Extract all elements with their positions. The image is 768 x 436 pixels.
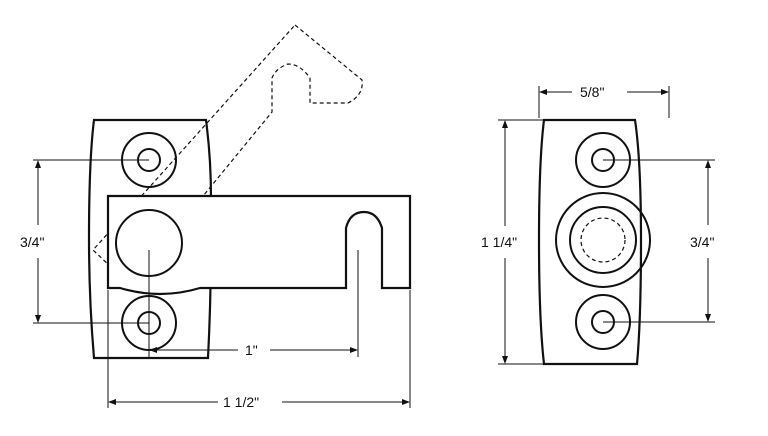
latch-open-position-outline [92,24,363,286]
dimension-left-height [33,159,149,324]
dimension-overall-length [107,290,411,408]
dimension-label-keeper-width: 5/8" [580,84,604,100]
latch-assembly [87,24,412,360]
dimension-label-keeper-height: 1 1/4" [481,234,517,250]
keeper-socket-outer-ring [555,192,651,288]
keeper-socket-inner-ring [569,206,637,274]
dimension-keeper-width [538,86,670,118]
dimension-label-overall-length: 1 1/2" [223,394,259,410]
dimension-label-hook-reach: 1" [245,342,258,358]
dimension-hook-reach [148,250,359,357]
dimension-keeper-height [498,119,544,365]
keeper-plate [537,118,643,366]
keeper-plate-assembly [537,118,651,366]
dimension-label-left-height: 3/4" [20,234,44,250]
dimension-label-keeper-hole-spacing: 3/4" [690,234,714,250]
keeper-socket-hidden-bore [580,217,626,263]
dimension-keeper-hole-spacing [603,159,715,323]
